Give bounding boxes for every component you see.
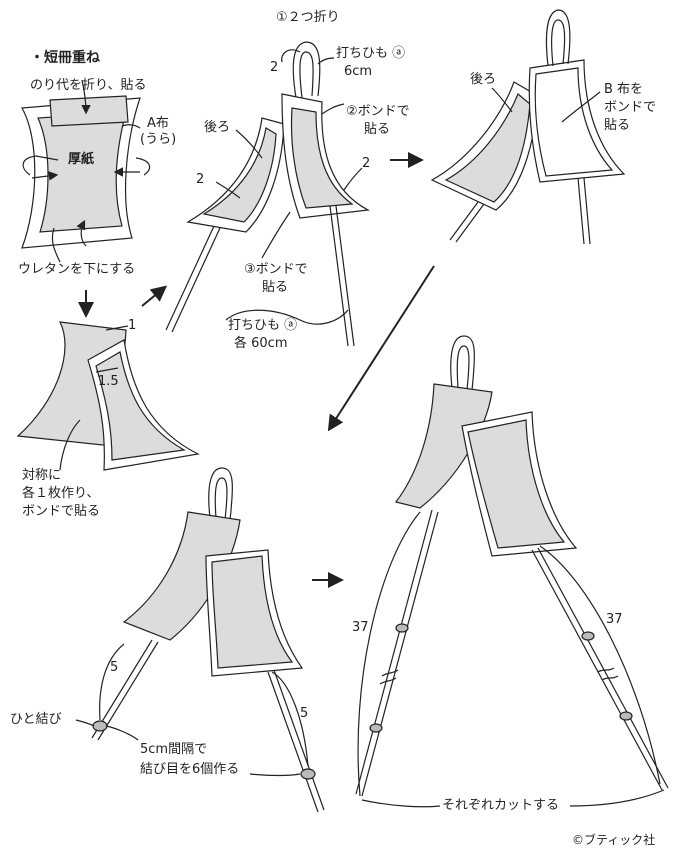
step1-urethane-label: ウレタンを下にする [18,262,136,277]
step1-cloth-a [21,79,151,318]
step6-dim-left: 37 [352,620,369,635]
copyright: ©ブティック社 [572,833,656,847]
step2-dim-side: 1.5 [98,374,119,389]
step4-back-label: 後ろ [470,72,497,87]
step3-dim-2b: 2 [196,172,205,187]
step3-cord-top-label: 打ちひも ⓐ [336,46,406,61]
step5-dim-left: 5 [110,660,119,675]
step3-dim-2a: 2 [270,60,279,75]
step1-fold-glue-label: のり代を折り、貼る [30,78,147,93]
step4-assembly [327,9,626,432]
step5-knot-label: ひと結び [10,712,62,727]
step3-dim-2c: 2 [362,156,371,171]
step2-pieces [16,285,200,471]
step3-fold-half-label: ①２つ折り [276,10,340,25]
step5-knots-line1: 5cm間隔で [140,742,208,757]
step3-bond2-label-2: 貼る [364,122,391,137]
step6-cut-label: それぞれカットする [442,798,560,813]
step1-heading: ・短冊重ね [30,50,100,66]
step3-cord-bottom-length: 各 60cm [234,336,288,351]
step3-back-label: 後ろ [204,120,231,135]
step5-knots-line2: 結び目を6個作る [140,762,240,777]
step3-bond3-label-2: 貼る [262,280,289,295]
step2-note-line1: 対称に [22,468,62,483]
step4-cloth-b-line3: 貼る [604,118,631,133]
step3-cord-bottom-label: 打ちひも ⓐ [228,318,298,333]
step3-bond2-label: ②ボンドで [346,104,410,119]
step5-dim-right: 5 [300,706,309,721]
step3-bond3-label: ③ボンドで [244,262,308,277]
step6-assembly [355,335,669,808]
step3-assembly [165,41,424,347]
step4-cloth-b-line2: ボンドで [604,100,657,115]
step2-dim-top: 1 [128,318,137,333]
step1-cloth-a-label: A布 [147,116,169,131]
step2-note-line2: 各１枚作り、 [22,486,100,501]
step2-note-line3: ボンドで貼る [22,504,101,519]
step6-dim-right: 37 [606,612,623,627]
step1-cloth-a-side-label: (うら) [140,132,177,147]
step1-cardboard-label: 厚紙 [68,152,95,167]
step4-cloth-b-line1: B 布を [604,82,644,97]
step3-cord-top-length: 6cm [344,64,373,79]
step5-assembly [75,467,344,813]
